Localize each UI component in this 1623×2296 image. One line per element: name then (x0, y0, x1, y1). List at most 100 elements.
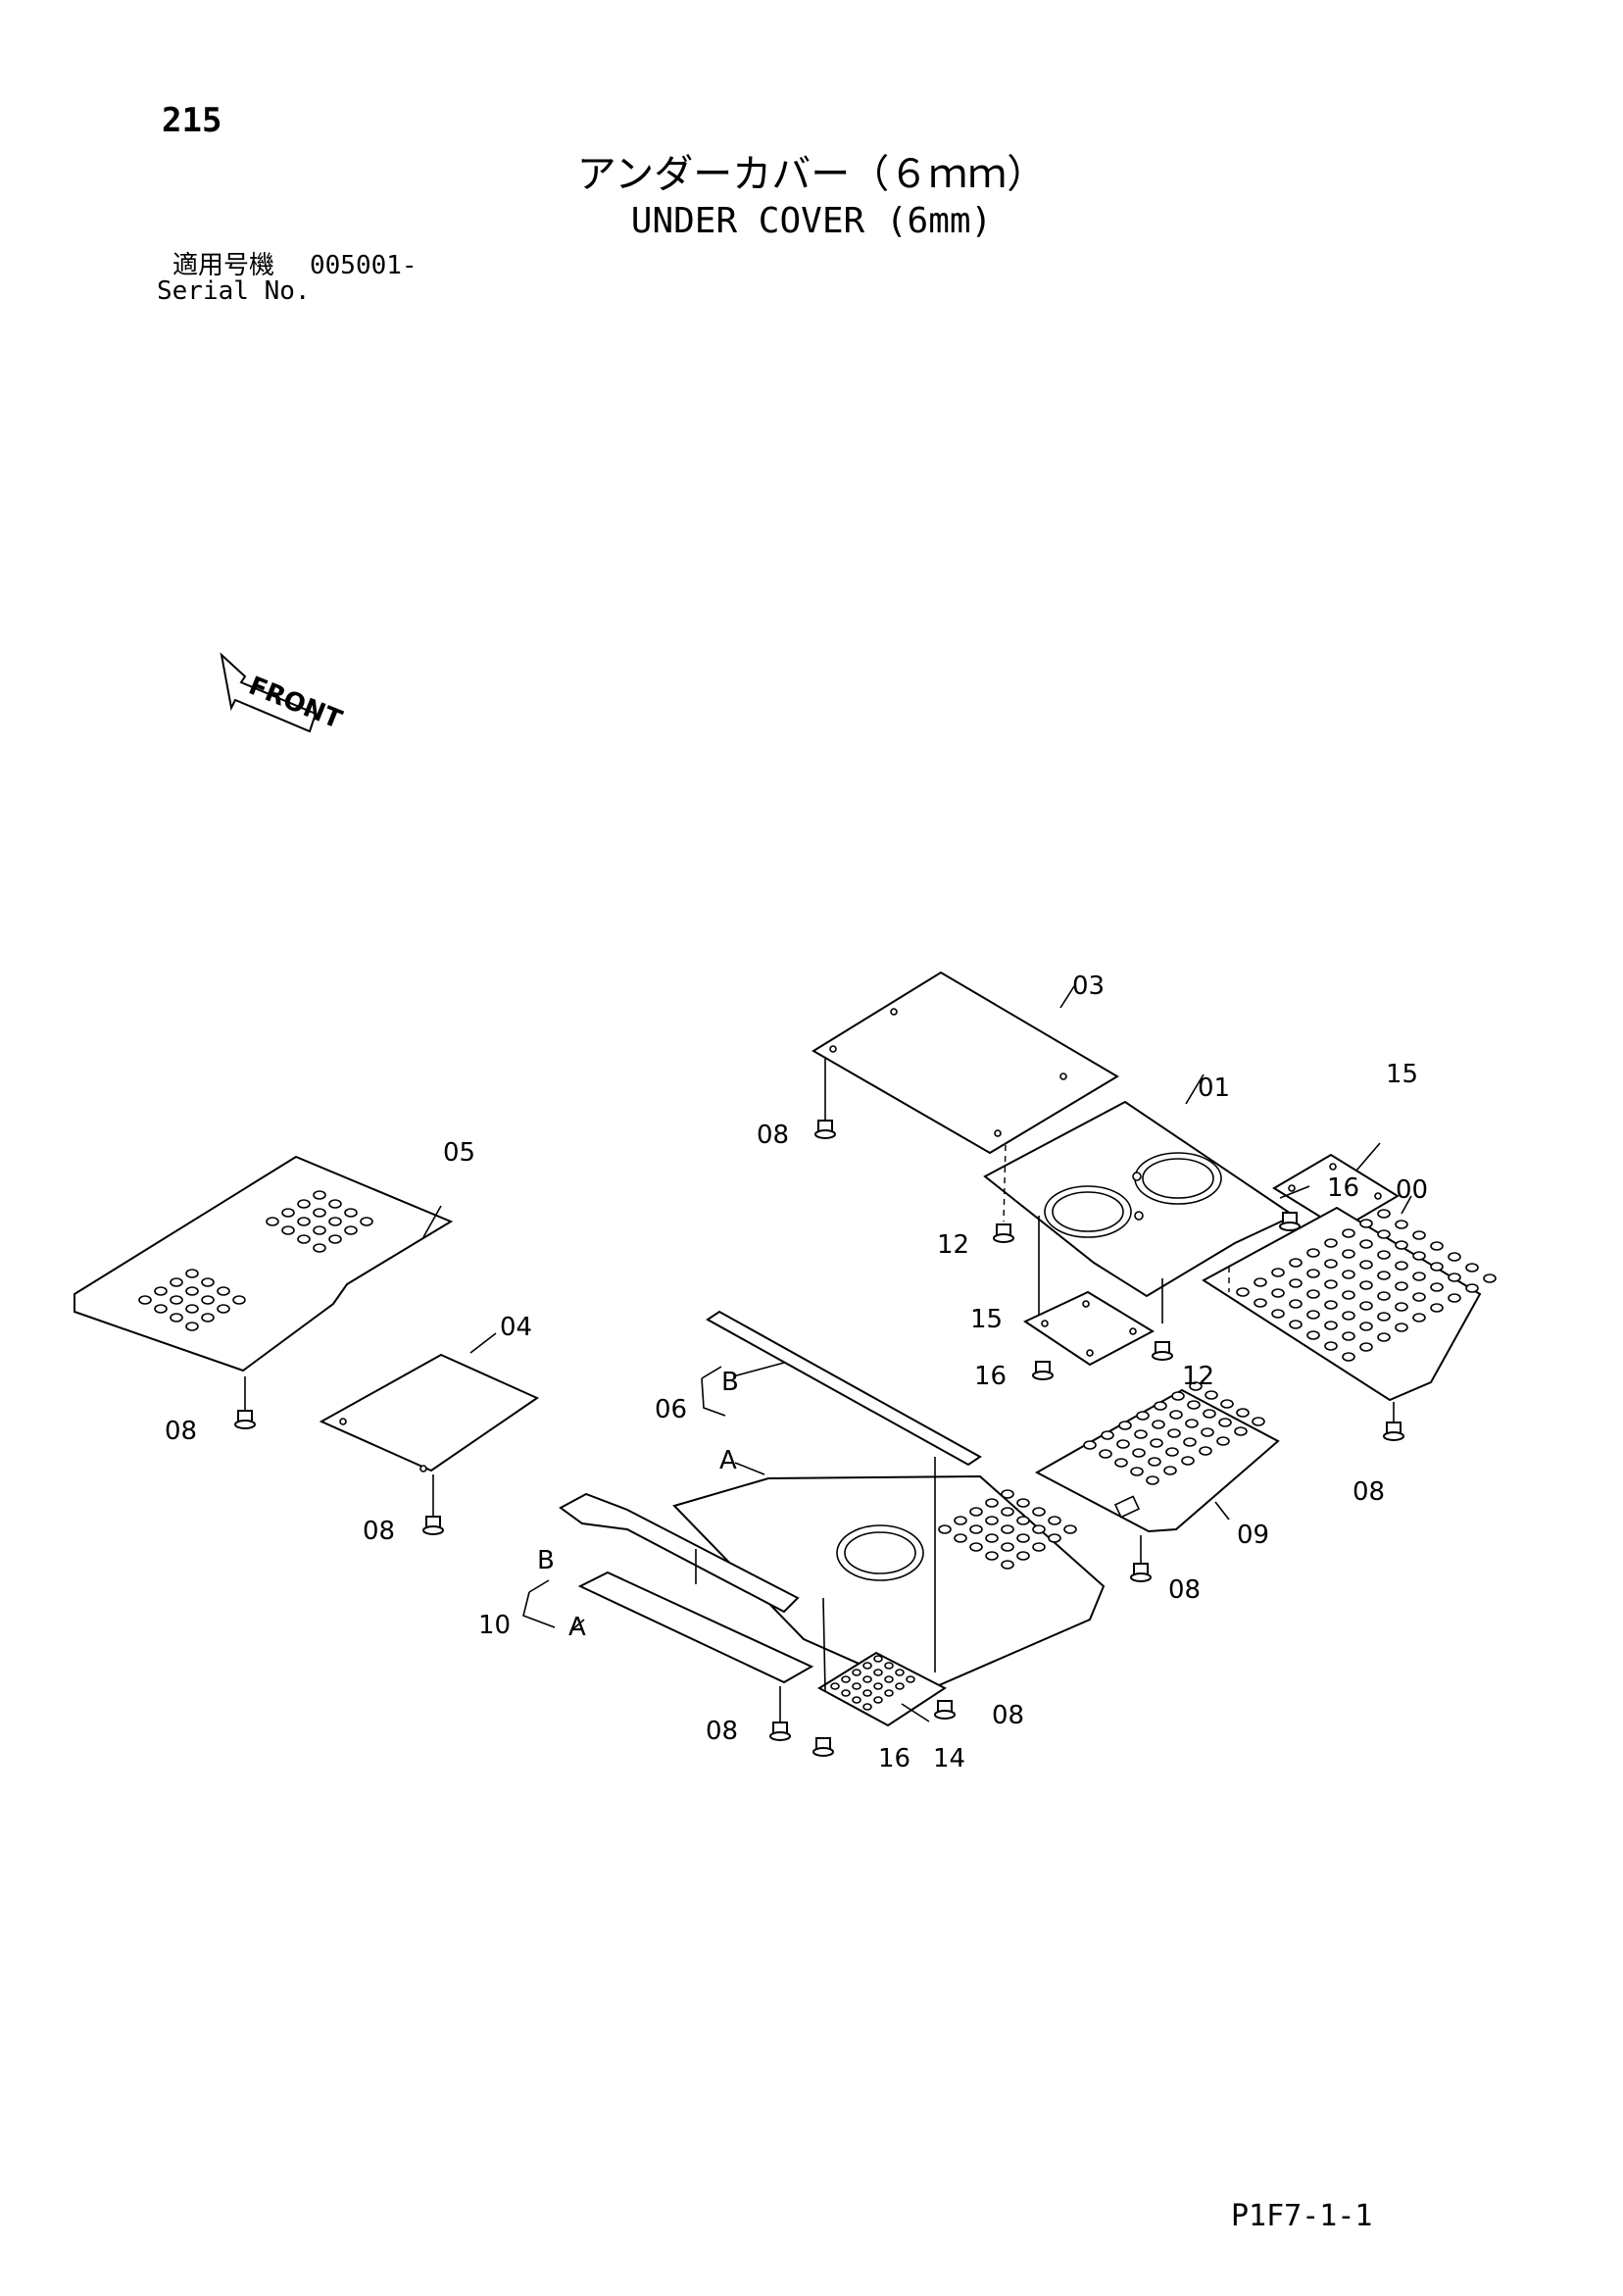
perforation-hole (1201, 1427, 1214, 1437)
perforation-hole (954, 1516, 967, 1525)
perforation-hole (1236, 1408, 1250, 1418)
part-10-b-bracket (559, 1492, 800, 1614)
part-09-perforated-cover (1034, 1381, 1280, 1533)
perforation-hole (1289, 1320, 1303, 1329)
perforation-hole (1377, 1250, 1391, 1260)
perforation-hole (938, 1524, 952, 1534)
perforation-hole (1132, 1448, 1146, 1458)
callout-01: 01 (1198, 1073, 1230, 1103)
perforation-hole (1359, 1322, 1373, 1331)
perforation-hole (1130, 1467, 1144, 1476)
part-06-a-large-plate (672, 1474, 1106, 1694)
callout-06: 06 (655, 1395, 687, 1424)
perforation-hole (1306, 1310, 1320, 1320)
front-arrow-icon: FRONT (220, 652, 346, 735)
perforation-hole (1152, 1420, 1165, 1429)
perforation-hole (1430, 1282, 1444, 1292)
perforation-hole (1016, 1533, 1030, 1543)
perforation-hole (297, 1199, 311, 1209)
perforation-hole (862, 1689, 872, 1697)
callout-03: 03 (1072, 972, 1105, 1001)
perforation-hole (1187, 1400, 1201, 1410)
bolt-icon (422, 1516, 444, 1535)
perforation-hole (1185, 1419, 1199, 1428)
callout-12-lower: 12 (1182, 1362, 1214, 1391)
callout-08-cover-09: 08 (1168, 1575, 1201, 1605)
perforation-hole (1271, 1268, 1285, 1277)
perforation-hole (1430, 1262, 1444, 1272)
perforation-hole (1324, 1279, 1338, 1289)
perforation-hole (1306, 1248, 1320, 1258)
callout-16-lower: 16 (878, 1744, 910, 1773)
perforation-hole (1342, 1311, 1355, 1321)
perforation-hole (1289, 1278, 1303, 1288)
perforation-hole (1271, 1309, 1285, 1319)
perforation-hole (154, 1304, 168, 1314)
bolt-icon (812, 1737, 834, 1757)
perforation-hole (154, 1286, 168, 1296)
callout-10: 10 (478, 1611, 511, 1640)
perforation-hole (1289, 1299, 1303, 1309)
perforation-hole (1189, 1381, 1203, 1391)
perforation-hole (1116, 1439, 1130, 1449)
perforation-hole (313, 1225, 326, 1235)
callout-08-cover-05: 08 (165, 1417, 197, 1446)
perforation-hole (1134, 1429, 1148, 1439)
perforation-hole (1218, 1418, 1232, 1427)
perforation-hole (1342, 1249, 1355, 1259)
perforation-hole (884, 1662, 894, 1670)
perforation-hole (1412, 1313, 1426, 1323)
bolt-icon (1279, 1212, 1301, 1231)
callout-10-b: B (537, 1546, 555, 1575)
perforation-hole (1377, 1229, 1391, 1239)
bolt-icon (1383, 1422, 1404, 1441)
perforation-hole (170, 1313, 183, 1323)
perforation-hole (1048, 1533, 1061, 1543)
perforation-hole (1199, 1446, 1212, 1456)
perforation-hole (873, 1696, 883, 1704)
callout-14: 14 (933, 1744, 965, 1773)
perforation-hole (1216, 1436, 1230, 1446)
perforation-hole (985, 1498, 999, 1508)
part-14-perforated-plate (817, 1651, 947, 1727)
perforation-hole (884, 1689, 894, 1697)
callout-00: 00 (1396, 1175, 1428, 1205)
perforation-hole (1306, 1269, 1320, 1278)
perforation-hole (1395, 1281, 1408, 1291)
perforation-hole (185, 1286, 199, 1296)
perforation-hole (1252, 1417, 1265, 1426)
perforation-hole (1271, 1288, 1285, 1298)
perforation-hole (1083, 1440, 1097, 1450)
perforation-hole (1183, 1437, 1197, 1447)
perforation-hole (201, 1295, 215, 1305)
perforation-hole (1205, 1390, 1218, 1400)
perforation-hole (841, 1689, 851, 1697)
callout-08-cover-04: 08 (363, 1517, 395, 1546)
perforation-hole (1359, 1260, 1373, 1270)
page-title-japanese: アンダーカバー（６ｍｍ） (576, 152, 1047, 197)
perforation-hole (1154, 1401, 1167, 1411)
perforation-hole (969, 1507, 983, 1517)
perforation-hole (1377, 1312, 1391, 1322)
perforation-hole (862, 1662, 872, 1670)
perforation-hole (1001, 1524, 1014, 1534)
perforation-hole (852, 1682, 861, 1690)
perforation-hole (884, 1675, 894, 1683)
perforation-hole (1412, 1230, 1426, 1240)
perforation-hole (1236, 1287, 1250, 1297)
perforation-hole (313, 1208, 326, 1218)
perforation-hole (1001, 1489, 1014, 1499)
perforation-hole (1001, 1507, 1014, 1517)
callout-08-cover-03: 08 (757, 1121, 789, 1150)
perforation-hole (873, 1655, 883, 1663)
serial-range: 005001- (310, 251, 418, 280)
perforation-hole (1342, 1270, 1355, 1279)
bolt-icon (993, 1223, 1014, 1243)
perforation-hole (1359, 1342, 1373, 1352)
callout-16-middle: 16 (974, 1362, 1007, 1391)
perforation-hole (1448, 1273, 1461, 1282)
perforation-hole (1114, 1458, 1128, 1468)
reference-code: P1F7-1-1 (1231, 2199, 1373, 2233)
perforation-hole (185, 1304, 199, 1314)
